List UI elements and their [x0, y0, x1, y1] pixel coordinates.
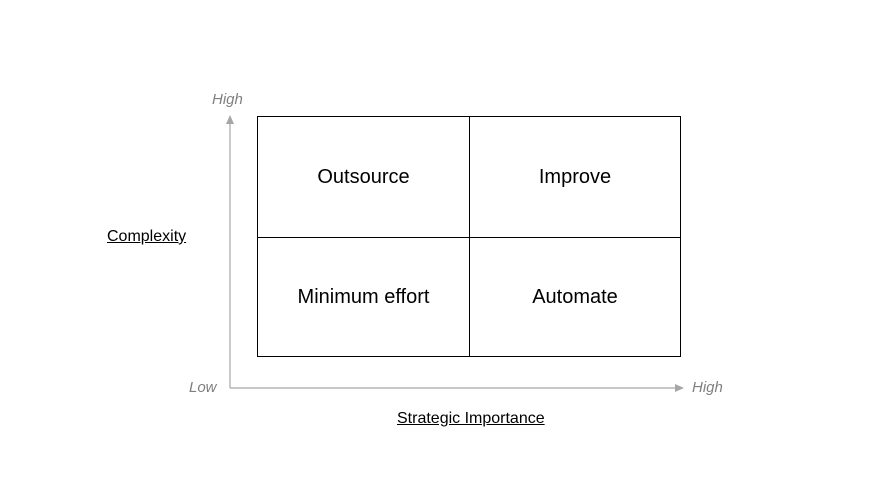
x-axis-low-label: Low [189, 379, 217, 396]
y-axis-arrow-icon [226, 115, 234, 124]
quadrant-bottom-right: Automate [532, 285, 618, 308]
y-axis-high-label: High [212, 91, 243, 108]
grid-vertical-divider [469, 117, 470, 356]
x-axis-high-label: High [692, 379, 723, 396]
x-axis-arrow-icon [675, 384, 684, 392]
quadrant-top-left: Outsource [317, 165, 410, 188]
y-axis-title: Complexity [107, 228, 187, 245]
quadrant-top-right: Improve [538, 165, 612, 188]
x-axis-title: Strategic Importance [397, 410, 545, 427]
quadrant-bottom-left: Minimum effort [297, 285, 430, 308]
quadrant-grid: Outsource Improve Minimum effort Automat… [257, 116, 681, 357]
